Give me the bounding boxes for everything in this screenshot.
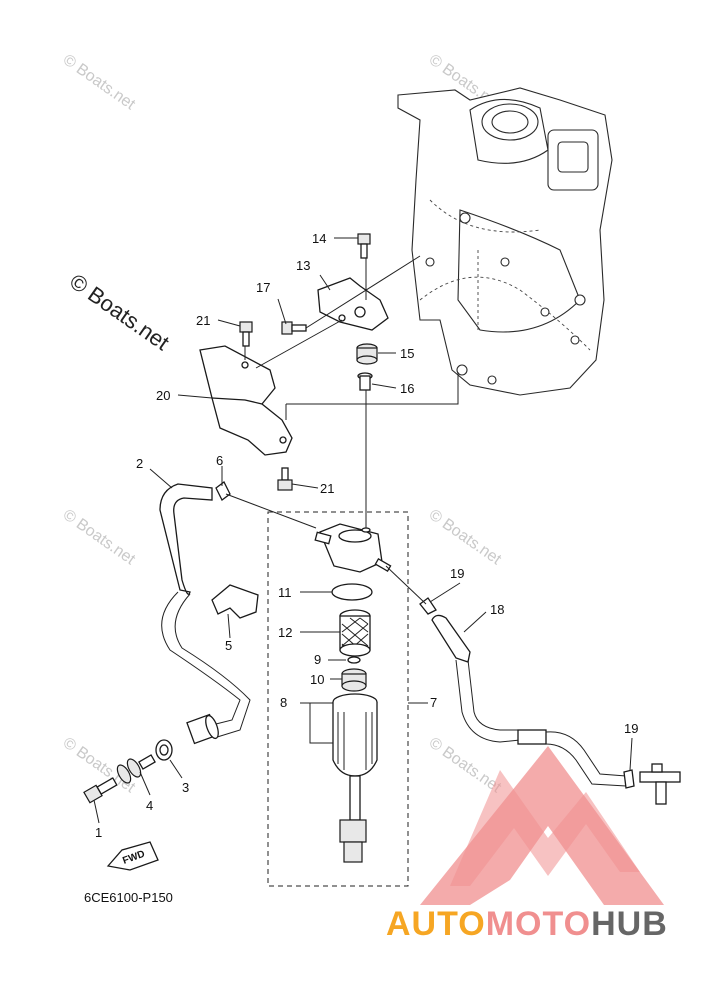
callout-16: 16	[400, 381, 414, 396]
ring-9	[347, 656, 361, 664]
fuel-filter-assembly-box	[267, 511, 409, 887]
fwd-arrow: FWD	[106, 841, 159, 871]
brand-moto: MOTO	[485, 905, 592, 943]
watermark-4: © Boats.net	[426, 506, 505, 568]
clip-6	[215, 481, 231, 501]
callout-20: 20	[156, 388, 170, 403]
callouts: 1 2 3 4 5 6 7 8 9 10 11 12 13 14 15 16 1…	[95, 231, 638, 840]
bolt-21-upper	[239, 321, 253, 347]
diagram-code: 6CE6100-P150	[84, 890, 173, 905]
o-ring-11	[331, 583, 373, 601]
clip-3	[155, 739, 173, 761]
callout-4: 4	[146, 798, 153, 813]
engine-block	[397, 87, 613, 396]
callout-2: 2	[136, 456, 143, 471]
callout-21-lower: 21	[320, 481, 334, 496]
callout-13: 13	[296, 258, 310, 273]
callout-6: 6	[216, 453, 223, 468]
bolt-21-lower	[277, 467, 293, 491]
cover-20	[199, 345, 293, 456]
callout-12: 12	[278, 625, 292, 640]
callout-5: 5	[225, 638, 232, 653]
float-10	[341, 668, 367, 692]
filter-housing	[314, 523, 392, 573]
hose-2	[159, 483, 251, 745]
watermark-3: © Boats.net	[60, 506, 139, 568]
brand-auto: AUTO	[386, 905, 486, 943]
callout-7: 7	[430, 695, 437, 710]
fitting-1	[83, 777, 118, 804]
callout-9: 9	[314, 652, 321, 667]
collar-16	[357, 372, 373, 391]
t-joint	[639, 763, 681, 805]
callout-14: 14	[312, 231, 326, 246]
filter-element-12	[339, 609, 371, 657]
logo-m-shape	[450, 770, 640, 886]
callout-21-upper: 21	[196, 313, 210, 328]
watermark-1: © Boats.net	[60, 51, 139, 113]
brand-logo	[420, 746, 664, 905]
callout-17: 17	[256, 280, 270, 295]
hose-18	[431, 614, 627, 787]
callout-19-lower: 19	[624, 721, 638, 736]
filter-bowl-8	[332, 693, 378, 863]
brand-hub: HUB	[591, 905, 668, 943]
grommet-15	[356, 343, 378, 365]
callout-8: 8	[280, 695, 287, 710]
bracket-13	[317, 277, 389, 331]
callout-10: 10	[310, 672, 324, 687]
bolt-14	[357, 233, 371, 259]
callout-3: 3	[182, 780, 189, 795]
callout-19-upper: 19	[450, 566, 464, 581]
callout-18: 18	[490, 602, 504, 617]
callout-11: 11	[278, 585, 292, 600]
callout-1: 1	[95, 825, 102, 840]
leader-lines	[93, 237, 633, 824]
callout-15: 15	[400, 346, 414, 361]
clip-19-lower	[623, 769, 635, 789]
clamp-5	[211, 584, 259, 619]
fitting-4	[116, 754, 156, 784]
brand-wordmark: AUTOMOTOHUB	[386, 905, 668, 944]
watermark-main: © Boats.net	[65, 269, 174, 356]
